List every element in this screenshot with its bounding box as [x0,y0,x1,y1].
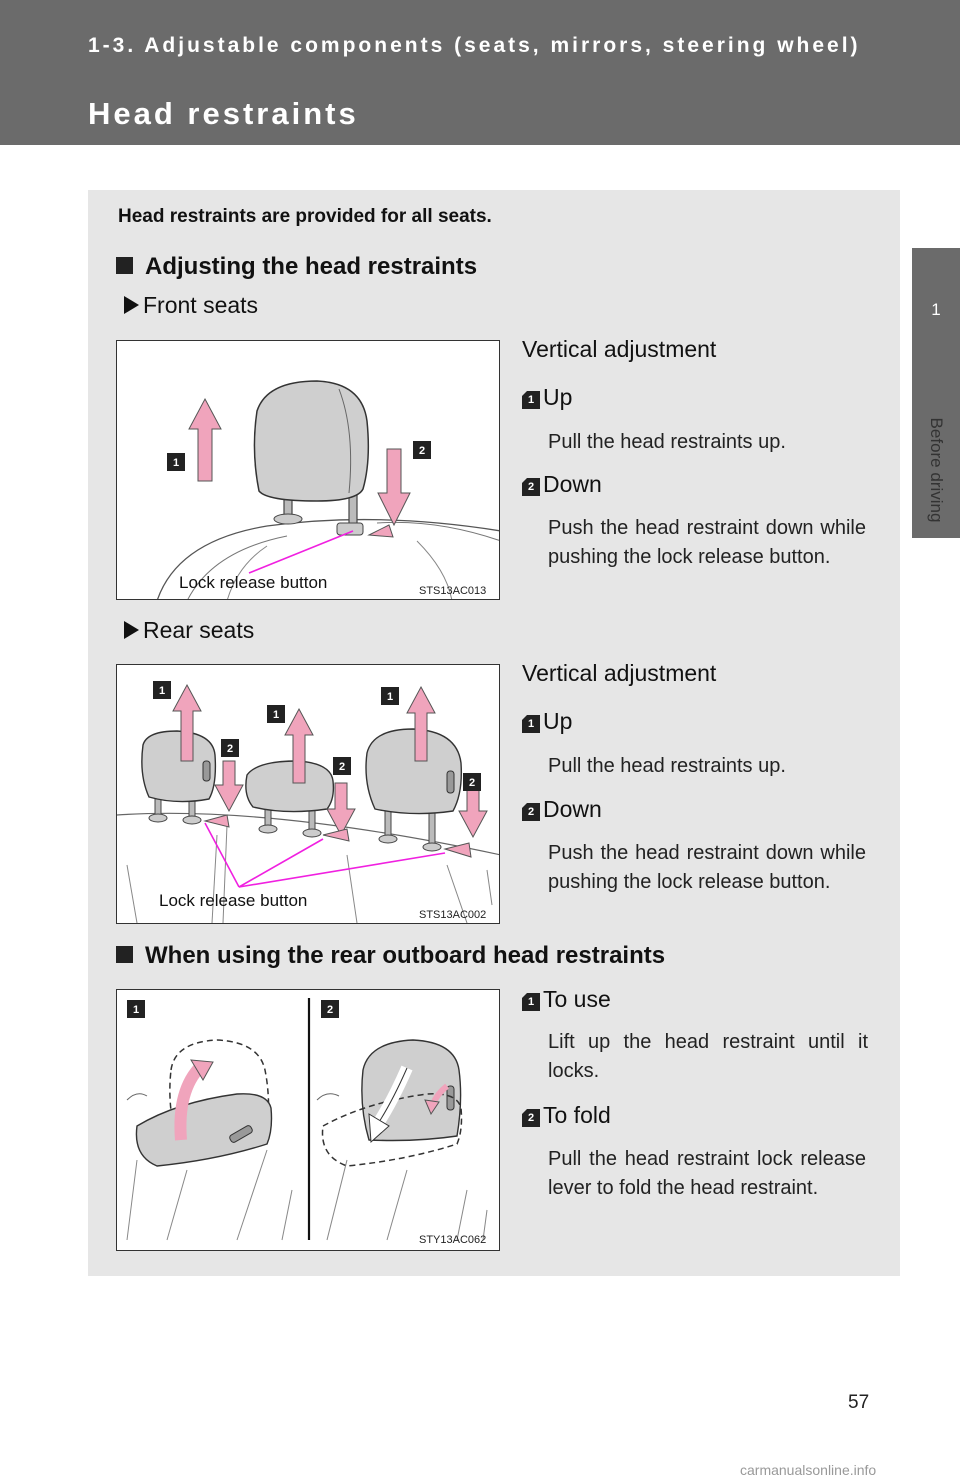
svg-text:1: 1 [133,1004,139,1016]
use-desc: Lift up the head restraint until it lock… [548,1031,868,1082]
badge-one: 1 [522,715,540,733]
fold-label: To fold [543,1102,611,1128]
section-title: 1-3. Adjustable components (seats, mirro… [88,34,861,57]
front-headrest-illustration: 1 2 [157,380,499,599]
front-down-label: Down [543,471,602,497]
front-down-desc: Push the head restraint down while pushi… [548,517,866,568]
watermark: carmanualsonline.info [740,1462,877,1478]
rear-down-label: Down [543,796,602,822]
intro-text: Head restraints are provided for all sea… [118,206,492,227]
page-header: 1-3. Adjustable components (seats, mirro… [0,0,960,145]
rear-seats-heading: Rear seats [124,617,254,644]
chapter-label: Before driving [927,417,946,523]
rear-up-desc: Pull the head restraints up. [548,755,786,777]
fold-desc: Pull the head restraint lock release lev… [548,1148,866,1199]
front-figure-code: STS13AC013 [419,585,487,597]
badge-two: 2 [522,1109,540,1127]
svg-text:2: 2 [419,445,425,457]
rear-up-label: Up [543,708,573,734]
page-title: Head restraints [88,96,359,131]
use-label: To use [543,986,611,1012]
rear-mode-label: Vertical adjustment [522,660,717,686]
badge-two: 2 [522,803,540,821]
svg-text:2: 2 [227,743,233,755]
chapter-number: 1 [931,300,941,319]
rear-down-desc: Push the head restraint down while pushi… [548,842,866,893]
front-figure-caption: Lock release button [179,573,328,592]
square-bullet-icon [116,946,133,963]
triangle-bullet-icon [124,621,139,639]
svg-text:1: 1 [273,709,279,721]
outboard-heading-text: When using the rear outboard head restra… [145,942,666,969]
outboard-heading: When using the rear outboard head restra… [116,942,665,970]
page-number: 57 [848,1392,870,1413]
svg-text:2: 2 [327,1004,333,1016]
adjusting-heading: Adjusting the head restraints [116,253,477,281]
front-seats-heading-text: Front seats [143,292,259,318]
svg-text:2: 2 [469,777,475,789]
svg-text:2: 2 [339,761,345,773]
svg-text:1: 1 [387,691,393,703]
square-bullet-icon [116,257,133,274]
outboard-figure: 1 2 STY13AC062 [116,989,500,1251]
chapter-tab [912,248,960,538]
rear-figure-caption: Lock release button [159,891,308,910]
triangle-bullet-icon [124,296,139,314]
badge-one: 1 [522,993,540,1011]
svg-text:1: 1 [173,457,179,469]
badge-one: 1 [522,391,540,409]
rear-seat-figure: 1 1 1 2 2 2 Lock release button STS13AC0… [116,664,500,924]
svg-text:1: 1 [159,685,165,697]
front-mode-label: Vertical adjustment [522,336,717,362]
rear-seats-heading-text: Rear seats [143,617,255,643]
front-seat-figure: 1 2 Lock release button STS13AC013 [116,340,500,600]
front-seats-heading: Front seats [124,292,258,319]
badge-two: 2 [522,478,540,496]
outboard-headrest-illustration: 1 2 [126,998,488,1241]
rear-headrest-illustration: 1 1 1 2 2 2 [117,681,499,923]
adjusting-heading-text: Adjusting the head restraints [145,253,478,280]
front-up-desc: Pull the head restraints up. [548,431,786,453]
front-up-label: Up [543,384,573,410]
outboard-figure-code: STY13AC062 [419,1234,487,1246]
rear-figure-code: STS13AC002 [419,909,487,921]
